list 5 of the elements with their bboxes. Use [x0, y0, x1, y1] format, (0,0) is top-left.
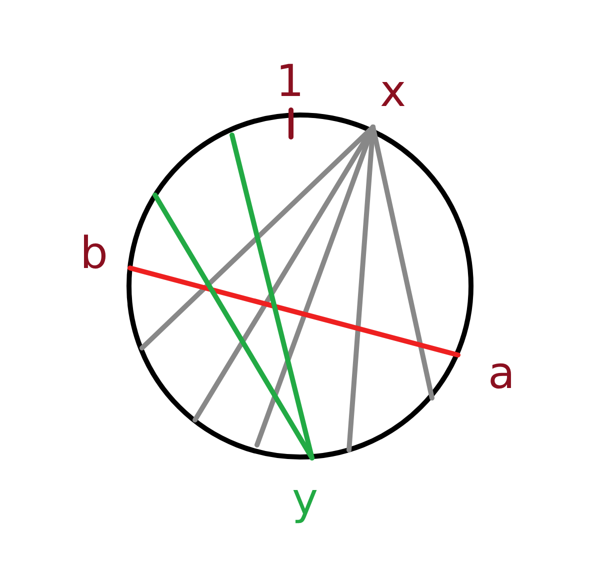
point-label: x [380, 70, 406, 114]
point-label: y [292, 478, 318, 522]
point-label: a [488, 352, 515, 396]
point-label: b [80, 232, 108, 276]
tick-label: 1 [276, 60, 304, 104]
